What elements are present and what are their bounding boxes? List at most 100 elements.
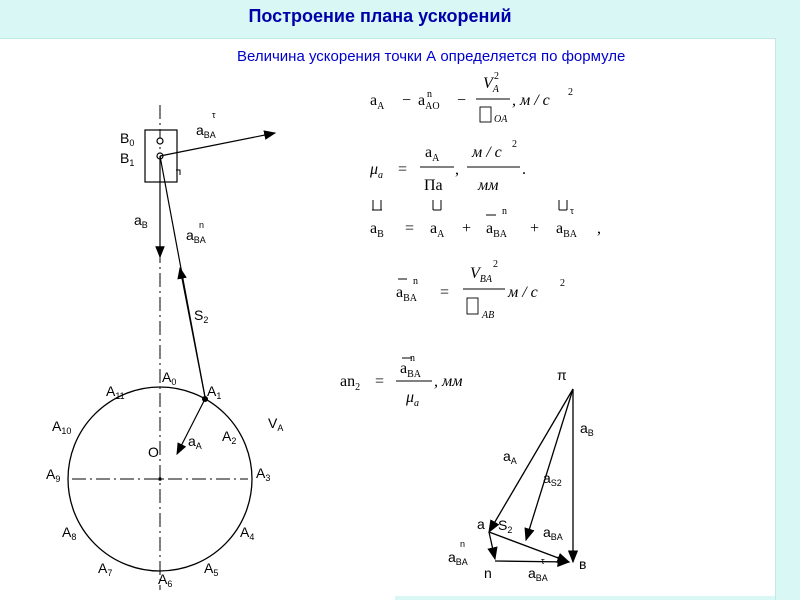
position-a4: A4 [240, 524, 254, 542]
plan-label-a-ba-tau: aBA [528, 565, 548, 583]
label-a-ba-n-sup: n [199, 220, 204, 230]
svg-text:+: + [462, 220, 471, 237]
plan-label-pi: π [557, 367, 567, 383]
right-stripe [775, 38, 800, 600]
label-a-ba-n: aBA [186, 227, 206, 245]
plan-vector-a-ba-tau [494, 556, 571, 568]
arrow-a-a [176, 398, 206, 456]
plan-label-a-ba-n-sup: n [460, 539, 465, 549]
bottom-stripe [395, 596, 775, 600]
formula-2: μa = aA Πa , м / с 2 мм . [369, 139, 526, 194]
position-a9: A9 [46, 466, 60, 484]
svg-text:aAO: aAO [418, 92, 440, 112]
label-a-a: aA [188, 433, 202, 451]
intro-text: Величина ускорения точки А определяется … [237, 48, 626, 65]
svg-text:,: , [455, 161, 459, 178]
svg-text:μa: μa [405, 389, 419, 409]
svg-text:aA: aA [430, 220, 445, 240]
svg-text:=: = [405, 220, 414, 237]
label-o: O [148, 444, 159, 460]
position-a3: A3 [256, 465, 270, 483]
plan-label-a-ba-n: aBA [448, 549, 468, 567]
plan-vector-a-s2 [524, 388, 574, 542]
plan-label-b: в [579, 556, 586, 572]
svg-text:n: n [413, 276, 418, 287]
svg-text:aA: aA [370, 92, 385, 112]
svg-text:2: 2 [493, 259, 498, 270]
position-a7: A7 [98, 560, 112, 578]
position-labels: A0 A1 A2 A3 A4 A5 A6 A7 A8 A9 A10 A11 [46, 369, 270, 589]
label-s2: S2 [194, 307, 208, 325]
svg-text:aBA: aBA [556, 220, 578, 240]
plan-label-a-ba-tau-sup: τ [541, 556, 545, 566]
svg-text:μa: μa [369, 161, 383, 181]
svg-text:2: 2 [512, 139, 517, 150]
formula-5: an2 = aBA n μa , мм [340, 353, 462, 409]
formula-4: aBA n = VBA 2 AB м / с 2 [396, 259, 565, 321]
svg-text:aBA: aBA [486, 220, 508, 240]
svg-text:мм: мм [477, 177, 498, 194]
plan-vector-a-ba [488, 531, 571, 563]
arrow-a-ba-n [177, 266, 206, 398]
plan-label-n: n [484, 565, 492, 581]
arrow-a-ba-tau [159, 130, 277, 157]
slide-title: Построение плана ускорений [248, 6, 512, 26]
position-a2: A2 [222, 428, 236, 446]
svg-text:.: . [522, 161, 526, 178]
position-a5: A5 [204, 560, 218, 578]
svg-text:, мм: , мм [434, 373, 462, 390]
position-a0: A0 [162, 369, 176, 387]
svg-text:−: − [457, 92, 466, 109]
position-a10: A10 [52, 418, 71, 436]
plan-label-a-ba: aBA [543, 524, 563, 542]
center-o [158, 477, 162, 481]
svg-text:м / с: м / с [471, 144, 502, 161]
svg-text:, м / с: , м / с [512, 92, 550, 109]
plan-label-a-b: aB [580, 420, 594, 438]
svg-text:n: n [502, 206, 507, 217]
svg-text:2: 2 [494, 71, 499, 82]
plan-label-a-s2: aS2 [543, 470, 562, 488]
position-a11: A11 [106, 383, 125, 401]
svg-text:τ: τ [570, 206, 574, 217]
mechanism-diagram: B0 B1 aBA τ aB aBA n S2 aA O VA A0 A1 A2… [46, 105, 283, 590]
label-v-a: VA [268, 415, 283, 433]
plan-label-s2: S2 [498, 517, 512, 535]
plan-vector-a-a [488, 388, 574, 534]
svg-text:−: − [402, 92, 411, 109]
title-bar: Построение плана ускорений [0, 0, 800, 39]
svg-text:AB: AB [481, 310, 494, 321]
svg-text:Πa: Πa [424, 177, 443, 194]
svg-text:aBA: aBA [396, 284, 418, 304]
tau-angle-mark [176, 169, 181, 175]
svg-text:м / с: м / с [507, 284, 538, 301]
svg-text:VBA: VBA [470, 265, 493, 285]
label-a-ba-tau-sup: τ [212, 110, 216, 120]
position-a1: A1 [207, 383, 221, 401]
slider-block [144, 129, 178, 183]
svg-text:=: = [440, 284, 449, 301]
svg-text:2: 2 [568, 87, 573, 98]
svg-text:aBA: aBA [400, 360, 422, 380]
plan-label-a-a: aA [503, 448, 517, 466]
svg-text:=: = [375, 373, 384, 390]
label-a-b: aB [134, 212, 148, 230]
svg-text:n: n [410, 353, 415, 364]
position-a6: A6 [158, 571, 172, 589]
svg-text:n: n [427, 89, 432, 100]
position-a8: A8 [62, 524, 76, 542]
point-b0 [156, 137, 164, 145]
svg-text:aA: aA [425, 144, 440, 164]
svg-text:OA: OA [494, 114, 508, 125]
label-b1: B1 [120, 150, 134, 168]
label-b0: B0 [120, 130, 134, 148]
svg-text:+: + [530, 220, 539, 237]
acceleration-plan: π aB aA aS2 a S2 aBA aBA n n aBA τ в [448, 367, 594, 583]
label-a-ba-tau: aBA [196, 122, 216, 140]
formula-1: aA − aAO n − VA 2 OA , м / с 2 [370, 71, 573, 125]
crank-circle [67, 386, 253, 572]
svg-text:,: , [597, 220, 601, 237]
svg-text:2: 2 [560, 278, 565, 289]
svg-text:VA: VA [483, 75, 500, 95]
